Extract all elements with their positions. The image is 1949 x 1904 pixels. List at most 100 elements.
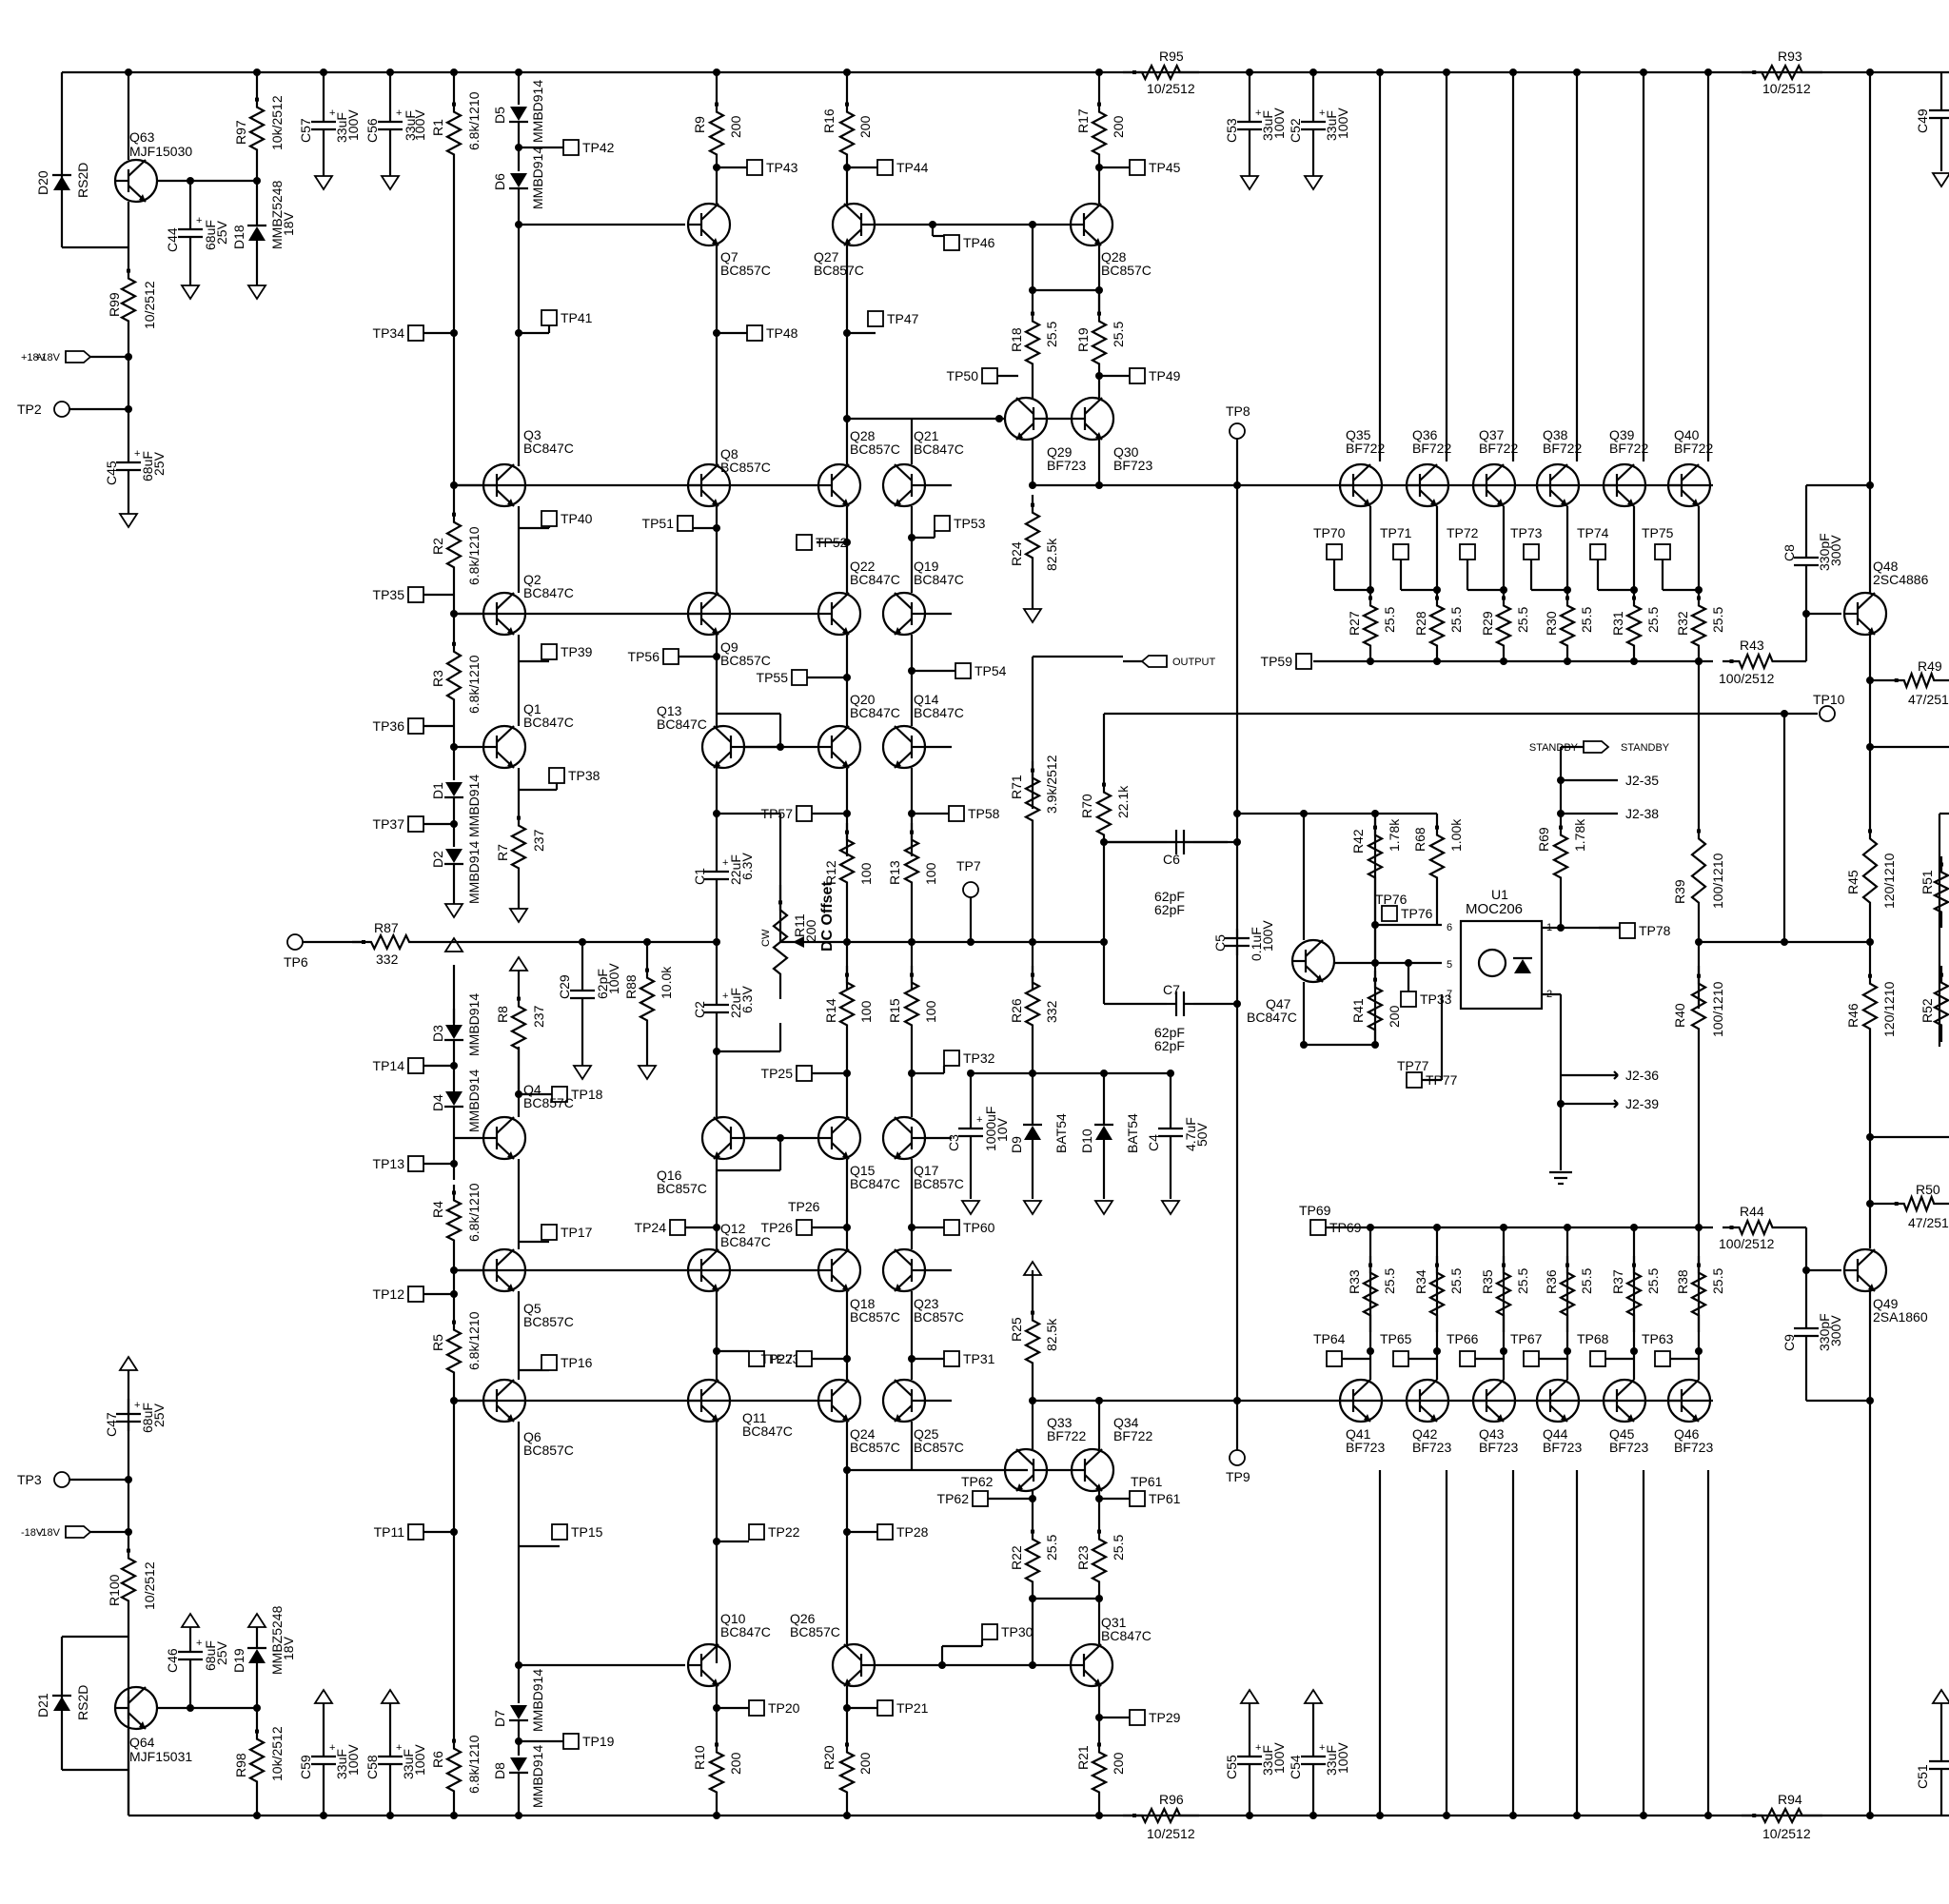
port-standby: STANDBY bbox=[1529, 740, 1610, 754]
testpoint-tp49[interactable]: TP49 bbox=[1129, 367, 1181, 384]
ref-r51: R51 bbox=[1919, 870, 1935, 894]
testpoint-tp18[interactable]: TP18 bbox=[551, 1086, 603, 1103]
diode-d10 bbox=[1094, 1123, 1113, 1140]
testpoint-tp12[interactable]: TP12 bbox=[373, 1286, 424, 1303]
testpoint-label: TP6 bbox=[284, 954, 308, 970]
testpoint-tp65[interactable] bbox=[1392, 1350, 1409, 1367]
testpoint-tp31[interactable]: TP31 bbox=[943, 1350, 995, 1367]
testpoint-tp27[interactable]: TP27 bbox=[761, 1350, 813, 1367]
testpoint-tp2[interactable]: TP2 bbox=[17, 401, 70, 418]
testpoint-tp42[interactable]: TP42 bbox=[562, 139, 615, 156]
testpoint-tp51[interactable]: TP51 bbox=[642, 515, 694, 532]
testpoint-tp45[interactable]: TP45 bbox=[1129, 159, 1181, 176]
testpoint-tp69[interactable]: TP69 bbox=[1309, 1219, 1362, 1236]
testpoint-tp74[interactable] bbox=[1589, 543, 1606, 560]
testpoint-tp32[interactable]: TP32 bbox=[943, 1050, 995, 1067]
testpoint-tp48[interactable]: TP48 bbox=[746, 324, 798, 342]
testpoint-tp35[interactable]: TP35 bbox=[373, 586, 424, 603]
transistor-value: BC847C bbox=[914, 572, 964, 587]
testpoint-tp78[interactable]: TP78 bbox=[1619, 922, 1671, 939]
transistor-q21 bbox=[881, 462, 927, 508]
testpoint-tp25[interactable]: TP25 bbox=[761, 1065, 813, 1082]
testpoint-tp8[interactable]: TP8 bbox=[1226, 403, 1250, 440]
testpoint-tp21[interactable]: TP21 bbox=[876, 1699, 929, 1717]
ref-r18: R18 bbox=[1009, 327, 1024, 352]
testpoint-tp17[interactable]: TP17 bbox=[541, 1224, 593, 1241]
out-q-value: BF723 bbox=[1674, 1440, 1713, 1455]
testpoint-tp50[interactable]: TP50 bbox=[947, 367, 998, 384]
diode-d5 bbox=[509, 107, 528, 124]
testpoint-tp67[interactable] bbox=[1523, 1350, 1540, 1367]
testpoint-tp70[interactable] bbox=[1326, 543, 1343, 560]
testpoint-tp11[interactable]: TP11 bbox=[374, 1523, 424, 1541]
resistor-r23 bbox=[1090, 1522, 1109, 1599]
testpoint-tp19[interactable]: TP19 bbox=[562, 1733, 615, 1750]
value-r5: 6.8k/1210 bbox=[466, 1311, 482, 1370]
testpoint-tp30[interactable]: TP30 bbox=[981, 1623, 1034, 1640]
testpoint-tp13[interactable]: TP13 bbox=[373, 1155, 424, 1172]
testpoint-tp76[interactable]: TP76 bbox=[1381, 905, 1433, 922]
testpoint-tp28[interactable]: TP28 bbox=[876, 1523, 929, 1541]
testpoint-tp29[interactable]: TP29 bbox=[1129, 1709, 1181, 1726]
testpoint-tp68[interactable] bbox=[1589, 1350, 1606, 1367]
testpoint-tp26[interactable]: TP26 bbox=[761, 1219, 813, 1236]
junction-dot bbox=[908, 938, 915, 946]
transistor-q11 bbox=[686, 1378, 732, 1423]
capacitor-c55: + bbox=[1237, 1742, 1262, 1774]
testpoint-tp7[interactable]: TP7 bbox=[956, 858, 981, 898]
testpoint-tp66[interactable] bbox=[1459, 1350, 1476, 1367]
testpoint-tp15[interactable]: TP15 bbox=[551, 1523, 603, 1541]
testpoint-tp39[interactable]: TP39 bbox=[541, 643, 593, 660]
testpoint-tp34[interactable]: TP34 bbox=[373, 324, 424, 342]
testpoint-tp16[interactable]: TP16 bbox=[541, 1354, 593, 1371]
testpoint-tp73[interactable] bbox=[1523, 543, 1540, 560]
ref-r5: R5 bbox=[430, 1334, 445, 1351]
testpoint-tp56[interactable]: TP56 bbox=[628, 648, 679, 665]
testpoint-tp10[interactable]: TP10 bbox=[1813, 692, 1845, 722]
port-label: STANDBY bbox=[1529, 742, 1579, 754]
testpoint-label: TP60 bbox=[963, 1220, 995, 1235]
testpoint-tp71[interactable] bbox=[1392, 543, 1409, 560]
testpoint-tp9[interactable]: TP9 bbox=[1226, 1449, 1250, 1484]
testpoint-tp72[interactable] bbox=[1459, 543, 1476, 560]
out-tp-text: TP72 bbox=[1447, 525, 1479, 540]
testpoint-tp52[interactable]: TP52 bbox=[796, 534, 848, 551]
value-r11: 200 bbox=[803, 919, 818, 942]
testpoint-tp37[interactable]: TP37 bbox=[373, 815, 424, 833]
testpoint-tp77[interactable]: TP77 bbox=[1406, 1071, 1458, 1089]
testpoint-tp24[interactable]: TP24 bbox=[635, 1219, 686, 1236]
ref-r1: R1 bbox=[430, 119, 445, 136]
testpoint-tp75[interactable] bbox=[1654, 543, 1671, 560]
testpoint-tp36[interactable]: TP36 bbox=[373, 717, 424, 735]
testpoint-tp59[interactable]: TP59 bbox=[1261, 653, 1312, 670]
testpoint-tp57[interactable]: TP57 bbox=[761, 805, 813, 822]
testpoint-tp40[interactable]: TP40 bbox=[541, 510, 593, 527]
testpoint-tp43[interactable]: TP43 bbox=[746, 159, 798, 176]
testpoint-tp60[interactable]: TP60 bbox=[943, 1219, 995, 1236]
testpoint-tp6[interactable]: TP6 bbox=[284, 933, 308, 970]
testpoint-tp62[interactable]: TP62 bbox=[937, 1490, 989, 1507]
testpoint-label: TP24 bbox=[635, 1220, 667, 1235]
testpoint-tp53[interactable]: TP53 bbox=[934, 515, 986, 532]
ground-symbol bbox=[313, 1688, 334, 1704]
testpoint-tp3[interactable]: TP3 bbox=[17, 1471, 70, 1488]
resistor-r93 bbox=[1742, 63, 1822, 82]
testpoint-tp44[interactable]: TP44 bbox=[876, 159, 929, 176]
testpoint-tp47[interactable]: TP47 bbox=[867, 310, 919, 327]
ref-d20: D20 bbox=[35, 170, 50, 195]
testpoint-tp55[interactable]: TP55 bbox=[757, 669, 808, 686]
testpoint-tp33[interactable]: TP33 bbox=[1400, 991, 1452, 1008]
testpoint-tp20[interactable]: TP20 bbox=[748, 1699, 800, 1717]
testpoint-tp58[interactable]: TP58 bbox=[948, 805, 1000, 822]
testpoint-tp64[interactable] bbox=[1326, 1350, 1343, 1367]
out-q-value: BF722 bbox=[1412, 441, 1451, 456]
testpoint-tp61[interactable]: TP61 bbox=[1129, 1490, 1181, 1507]
testpoint-tp46[interactable]: TP46 bbox=[943, 234, 995, 251]
testpoint-tp54[interactable]: TP54 bbox=[955, 662, 1007, 679]
testpoint-tp14[interactable]: TP14 bbox=[373, 1057, 424, 1074]
testpoint-tp63[interactable] bbox=[1654, 1350, 1671, 1367]
testpoint-tp23[interactable]: TP23 bbox=[748, 1350, 800, 1367]
testpoint-tp38[interactable]: TP38 bbox=[548, 767, 600, 784]
testpoint-tp41[interactable]: TP41 bbox=[541, 309, 593, 326]
testpoint-tp22[interactable]: TP22 bbox=[748, 1523, 800, 1541]
